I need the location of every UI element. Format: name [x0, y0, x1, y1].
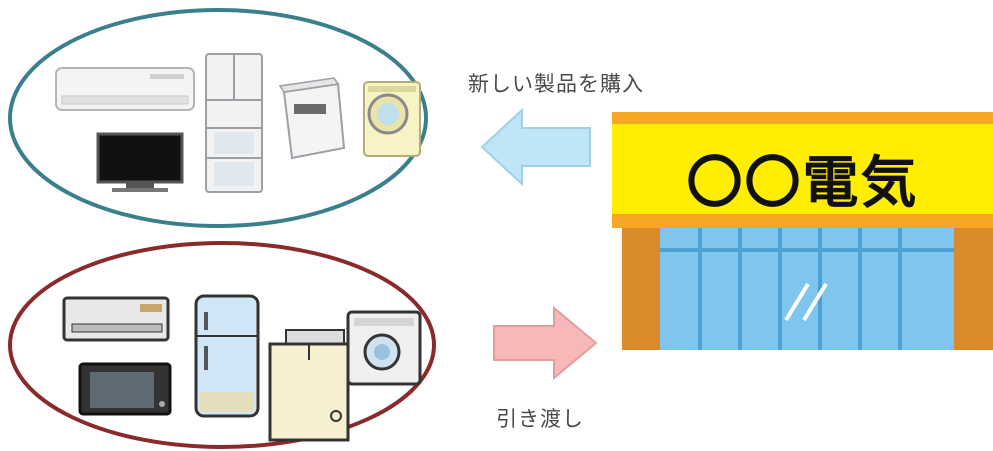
store-awning-strip [612, 214, 993, 228]
store-door-glare [784, 282, 828, 322]
new-products-group [8, 8, 428, 228]
old-drum-washer-icon [346, 310, 422, 386]
buy-new-product-label: 新しい製品を購入 [468, 72, 644, 96]
new-products-ellipse [8, 8, 428, 228]
refrigerator-icon [205, 53, 263, 193]
old-washing-machine-icon [268, 329, 350, 442]
old-air-conditioner-icon [62, 296, 170, 342]
store-sign [612, 124, 993, 220]
store-name: 〇〇電気 [686, 150, 919, 216]
old-refrigerator-icon [194, 294, 260, 418]
drum-washer-icon [363, 81, 421, 157]
buy-arrow [480, 107, 591, 187]
handover-arrow [493, 305, 598, 381]
old-products-ellipse [8, 241, 436, 449]
television-icon [96, 132, 184, 192]
store-wall-left [622, 228, 660, 350]
air-conditioner-icon [55, 67, 195, 111]
store-wall-right [954, 228, 993, 350]
store-building [612, 112, 993, 350]
store-window-frames [660, 228, 954, 350]
old-television-icon [78, 362, 172, 416]
washing-machine-icon [278, 77, 346, 160]
old-products-group [8, 241, 436, 449]
hand-over-label: 引き渡し [496, 407, 584, 431]
